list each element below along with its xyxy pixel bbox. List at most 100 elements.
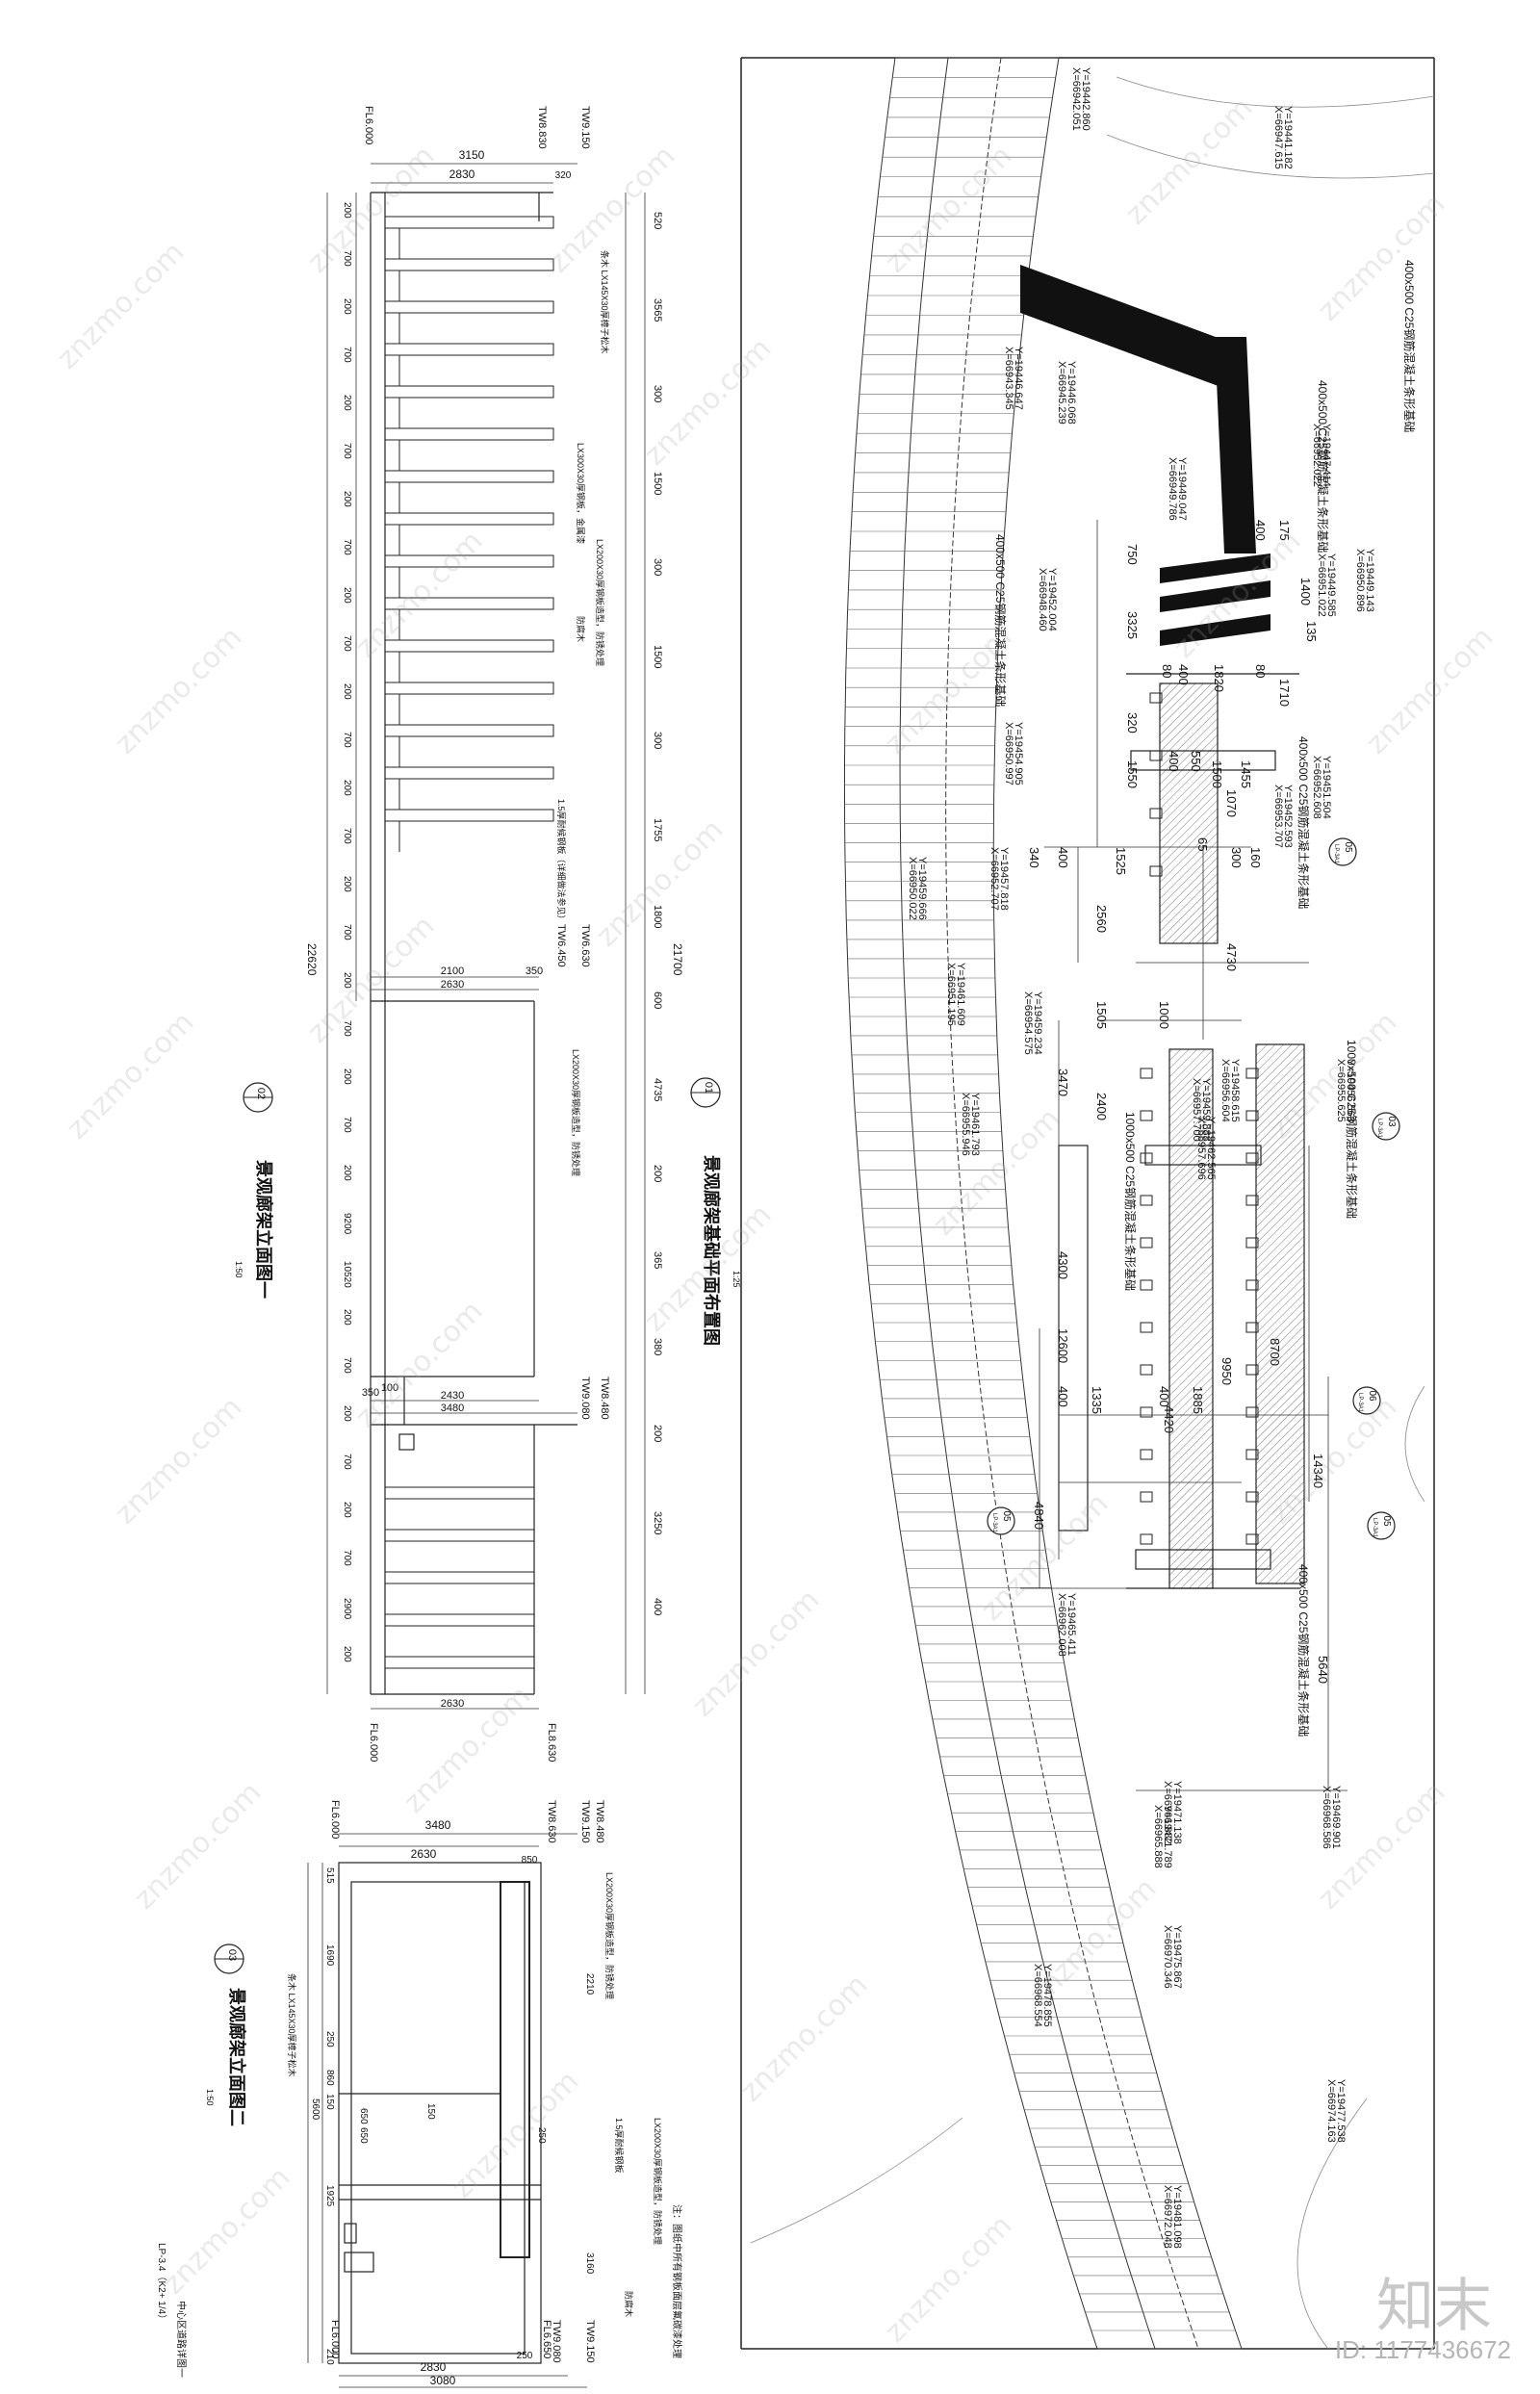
- level-marker: TW9.080: [551, 2320, 562, 2363]
- plan-dimension-value: 2560: [1094, 905, 1109, 933]
- coordinate-label: Y=19449.585: [1325, 553, 1337, 617]
- coordinate-label: X=66942.051: [1070, 67, 1082, 131]
- elevation1-dimension-lines: [326, 163, 646, 1710]
- plan-dimension-value: 4840: [1032, 1502, 1046, 1530]
- plan-dimension-value: 1455: [1239, 760, 1253, 788]
- timber-slat: [384, 597, 554, 610]
- bolt-plate: [1140, 1237, 1153, 1248]
- coordinate-label: Y=19461.793: [969, 1093, 981, 1156]
- level-marker: FL6.000: [363, 106, 374, 144]
- level-marker: TW9.150: [579, 1800, 591, 1843]
- footing-note: 1000x500 C25钢筋混凝土条形基础: [1345, 1040, 1359, 1219]
- dimension-value: 300: [652, 385, 663, 402]
- section-tag-number: 05: [1001, 1510, 1012, 1522]
- dimension-value: 700: [342, 347, 352, 363]
- coordinate-label: X=66952.707: [988, 847, 1000, 911]
- dimension-value: 650: [358, 2108, 369, 2124]
- dimension-value: 700: [342, 1357, 352, 1374]
- plan-dimension-value: 65: [1195, 837, 1210, 851]
- timber-slat: [384, 1656, 535, 1669]
- level-marker: TW8.830: [536, 106, 548, 149]
- dimension-value: 700: [342, 539, 352, 555]
- plan-dimension-value: 4730: [1224, 943, 1239, 971]
- coordinate-label: X=66950.022: [907, 857, 918, 920]
- coordinate-label: Y=19465.411: [1065, 1593, 1077, 1656]
- dimension-value: 3480: [441, 1403, 464, 1414]
- dimension-value: 150: [425, 2103, 436, 2120]
- elevation2-tag-number: 03: [226, 1949, 238, 1961]
- coordinate-label: Y=19471.789: [1162, 1805, 1173, 1868]
- dimension-value: 22620: [305, 943, 319, 976]
- coordinate-label: Y=19452.593: [1282, 785, 1294, 848]
- dimension-value: 200: [342, 1309, 352, 1326]
- elevation2-title: 景观廊架立面图二: [227, 1988, 247, 2126]
- plan-dimension-value: 1525: [1114, 847, 1128, 875]
- coordinate-label: Y=19441.182: [1282, 106, 1294, 169]
- plan-dimension-value: 80: [1253, 664, 1268, 678]
- dimension-value: 9200: [342, 1213, 352, 1235]
- dimension-value: 700: [342, 828, 352, 844]
- bolt-plate: [1140, 1195, 1153, 1206]
- coordinate-label: Y=19459.234: [1032, 991, 1043, 1055]
- dimension-value: 1690: [324, 1944, 335, 1967]
- sheet-reference-title: 中心区道路详图一: [175, 2301, 188, 2378]
- coordinate-label: Y=19478.855: [1041, 1964, 1053, 2027]
- plan-dimension-lines: [1020, 520, 1348, 1791]
- contour-lines: [750, 76, 1435, 2350]
- footnote: 注：图纸中所有钢板面层氟碳漆处理: [671, 2204, 683, 2358]
- coordinate-label: X=66970.346: [1162, 1925, 1173, 1989]
- coordinate-label: X=66968.586: [1321, 1786, 1332, 1849]
- dimension-value: 700: [342, 1117, 352, 1133]
- material-note: LX200X30厚钢板造型，防锈处理: [571, 1049, 581, 1176]
- coordinate-label: X=66974.163: [1325, 2079, 1337, 2143]
- coordinate-label: Y=19459.666: [916, 857, 928, 920]
- bolt-plate: [1245, 1364, 1259, 1376]
- plan-dimension-value: 400: [1157, 1386, 1171, 1407]
- elevation2-structure: [338, 1862, 542, 2364]
- plan-dimension-value: 1505: [1094, 1001, 1109, 1029]
- coordinate-label: Y=19459.888: [1200, 1078, 1212, 1142]
- coordinate-label: Y=19449.047: [1176, 457, 1188, 521]
- footing-note: 400x500 C25钢筋混凝土条形基础: [993, 534, 1008, 707]
- plan-dimension-value: 1000: [1157, 1001, 1171, 1029]
- dimension-value: 2430: [441, 1390, 464, 1402]
- coordinate-label: Y=19451.504: [1321, 756, 1332, 819]
- dimension-value: 515: [324, 1867, 335, 1884]
- elevation1-title-block: 02 景观廊架立面图一 1:50: [234, 1082, 274, 1299]
- bolt-plate: [1245, 1237, 1259, 1248]
- elevation1-scale: 1:50: [234, 1261, 244, 1278]
- dimension-value: 350: [362, 1387, 379, 1399]
- dimension-value: 1500: [652, 472, 663, 495]
- material-note: 防腐木: [576, 616, 586, 642]
- dimension-value: 21700: [671, 943, 684, 976]
- section-tag-circles: [987, 837, 1400, 1540]
- timber-slat: [384, 809, 554, 822]
- plan-dimension-value: 5640: [1316, 1656, 1330, 1684]
- plan-dimension-value: 400: [1056, 847, 1070, 868]
- footing-bolt-pairs: [1140, 692, 1259, 1545]
- bolt-plate: [1245, 1533, 1259, 1545]
- dimension-value: 300: [652, 732, 663, 749]
- dimension-value: 150: [324, 2094, 335, 2110]
- dimension-value: 2100: [441, 965, 464, 977]
- level-marker: FL6.000: [368, 1723, 379, 1762]
- dimension-value: 1800: [652, 905, 663, 928]
- dimension-value: 700: [342, 1454, 352, 1470]
- coordinate-label: Y=19442.860: [1080, 67, 1091, 131]
- timber-slat: [384, 1529, 535, 1542]
- dimension-value: 320: [555, 170, 572, 181]
- footing-note: 400x500 C25钢筋混凝土条形基础: [1316, 380, 1330, 553]
- bolt-plate: [1140, 1279, 1153, 1291]
- bolt-plate: [1140, 1364, 1153, 1376]
- plan-dimension-value: 1820: [1212, 664, 1226, 692]
- coordinate-label: Y=19481.098: [1171, 2185, 1183, 2249]
- dimension-value: 3565: [652, 298, 663, 322]
- footing-note: 400x500 C25钢筋混凝土条形基础: [1296, 1564, 1311, 1737]
- dimension-value: 250: [324, 2031, 335, 2047]
- dimension-value: 365: [652, 1251, 663, 1269]
- dimension-value: 700: [342, 924, 352, 940]
- image-id: ID: 1177436672: [1334, 2335, 1511, 2364]
